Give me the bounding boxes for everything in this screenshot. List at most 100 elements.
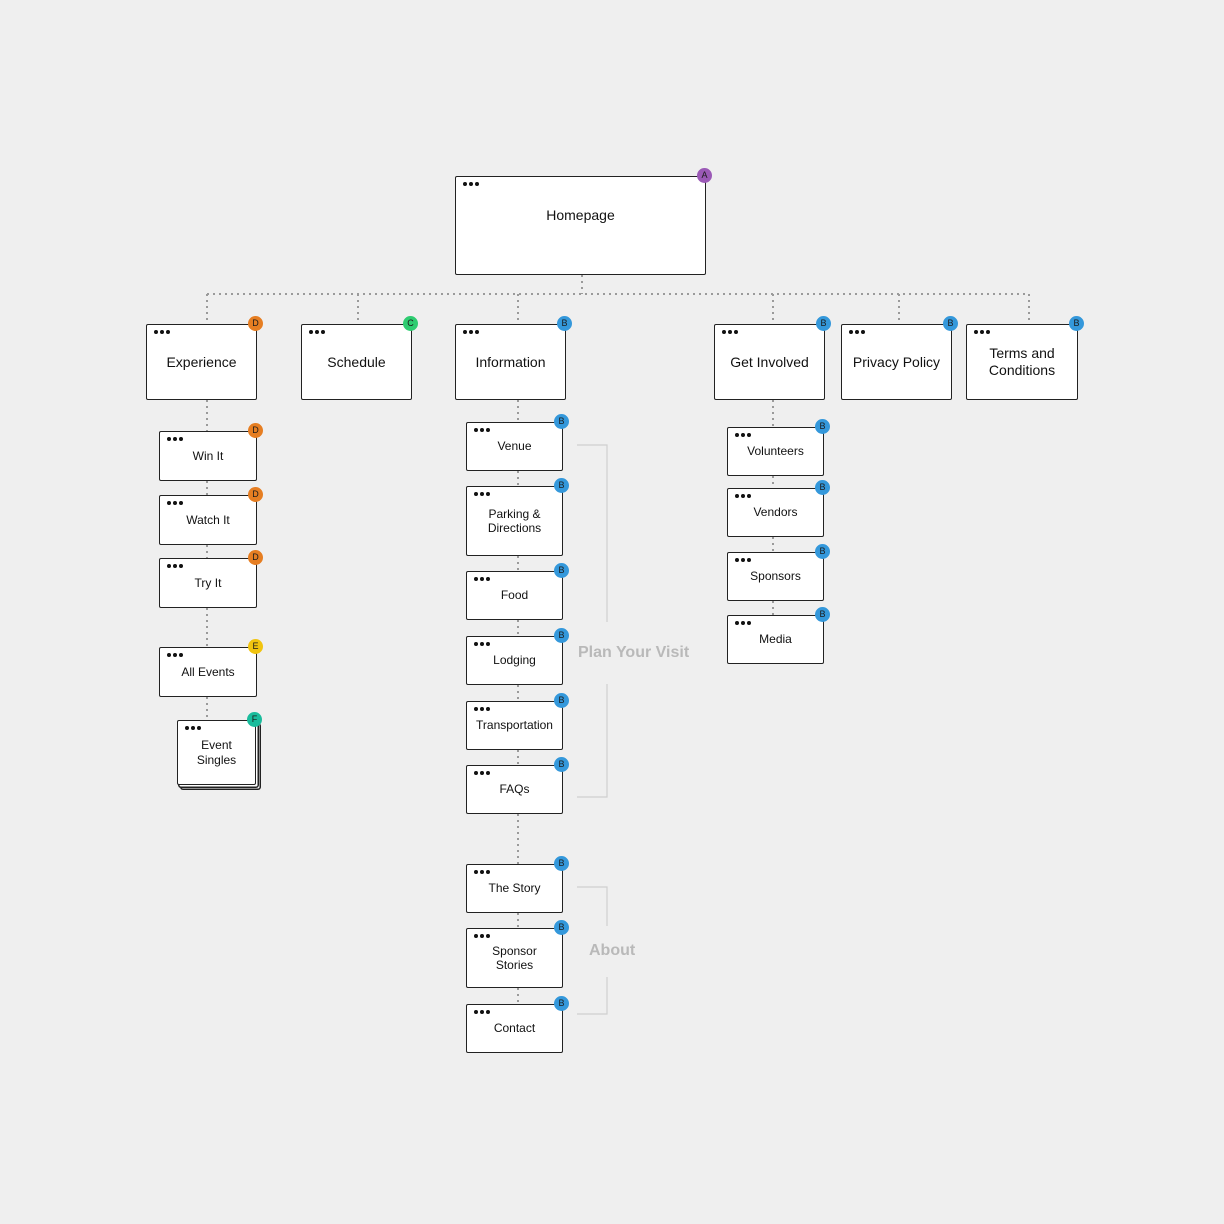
node-try-it[interactable]: Try It D [159,550,263,608]
window-dots-icon [185,726,201,730]
node-get-involved[interactable]: Get Involved B [714,316,831,400]
badge-d: D [248,316,263,331]
node-food[interactable]: Food B [466,563,569,620]
window-dots-icon [722,330,738,334]
window-dots-icon [463,182,479,186]
badge-b: B [815,544,830,559]
node-label: Food [500,588,529,603]
group-bracket [577,444,608,622]
node-label: Media [759,632,792,647]
window-dots-icon [474,934,490,938]
window-dots-icon [309,330,325,334]
group-label-plan-your-visit: Plan Your Visit [578,644,690,661]
node-label: Event Singles [196,738,237,767]
window-dots-icon [474,707,490,711]
node-event-singles[interactable]: Event Singles F [177,712,262,785]
badge-b: B [554,920,569,935]
node-label: Watch It [186,512,230,527]
node-label: The Story [488,881,541,896]
badge-b: B [815,419,830,434]
window-dots-icon [474,1010,490,1014]
badge-a: A [697,168,712,183]
node-label: Parking & Directions [487,506,542,535]
node-media[interactable]: Media B [727,607,830,664]
node-homepage[interactable]: Homepage A [455,168,712,275]
window-dots-icon [735,621,751,625]
window-dots-icon [849,330,865,334]
group-bracket [577,977,608,1015]
node-sponsors[interactable]: Sponsors B [727,544,830,601]
badge-f: F [247,712,262,727]
node-label: Privacy Policy [852,353,941,370]
window-dots-icon [474,642,490,646]
node-sponsor-stories[interactable]: Sponsor Stories B [466,920,569,988]
window-dots-icon [735,494,751,498]
node-volunteers[interactable]: Volunteers B [727,419,830,476]
window-dots-icon [474,577,490,581]
window-dots-icon [974,330,990,334]
badge-d: D [248,423,263,438]
badge-d: D [248,550,263,565]
node-label: Information [475,353,546,370]
badge-b: B [816,316,831,331]
window-dots-icon [735,558,751,562]
badge-b: B [554,693,569,708]
badge-c: C [403,316,418,331]
badge-b: B [554,628,569,643]
node-label: Lodging [493,653,536,668]
badge-d: D [248,487,263,502]
window-dots-icon [474,428,490,432]
node-label: Try It [194,575,222,590]
node-experience[interactable]: Experience D [146,316,263,400]
window-dots-icon [474,492,490,496]
node-label: Volunteers [747,444,804,459]
node-label: Experience [166,353,237,370]
node-label: Homepage [546,207,615,223]
node-terms-and-conditions[interactable]: Terms and Conditions B [966,316,1084,400]
node-label: Sponsors [750,569,801,584]
node-schedule[interactable]: Schedule C [301,316,418,400]
node-privacy-policy[interactable]: Privacy Policy B [841,316,958,400]
badge-b: B [554,856,569,871]
node-label: Sponsor Stories [492,943,537,972]
node-watch-it[interactable]: Watch It D [159,487,263,545]
window-dots-icon [167,501,183,505]
node-faqs[interactable]: FAQs B [466,757,569,814]
node-label: Terms and Conditions [988,345,1056,378]
node-all-events[interactable]: All Events E [159,639,263,697]
badge-b: B [815,607,830,622]
badge-b: B [554,478,569,493]
window-dots-icon [167,437,183,441]
window-dots-icon [154,330,170,334]
node-vendors[interactable]: Vendors B [727,480,830,537]
badge-b: B [554,414,569,429]
badge-e: E [248,639,263,654]
group-label-about: About [589,942,636,959]
node-label: FAQs [499,782,530,797]
badge-b: B [554,757,569,772]
badge-b: B [815,480,830,495]
window-dots-icon [735,433,751,437]
node-label: Get Involved [730,353,809,370]
node-label: Transportation [476,718,553,733]
node-label: Schedule [327,353,386,370]
badge-b: B [943,316,958,331]
window-dots-icon [167,564,183,568]
node-label: All Events [181,664,235,679]
group-bracket [577,886,608,926]
node-parking-directions[interactable]: Parking & Directions B [466,478,569,556]
window-dots-icon [167,653,183,657]
node-venue[interactable]: Venue B [466,414,569,471]
badge-b: B [1069,316,1084,331]
window-dots-icon [474,771,490,775]
node-lodging[interactable]: Lodging B [466,628,569,685]
node-the-story[interactable]: The Story B [466,856,569,913]
badge-b: B [554,563,569,578]
node-label: Venue [497,439,532,454]
window-dots-icon [474,870,490,874]
node-label: Vendors [753,505,798,520]
